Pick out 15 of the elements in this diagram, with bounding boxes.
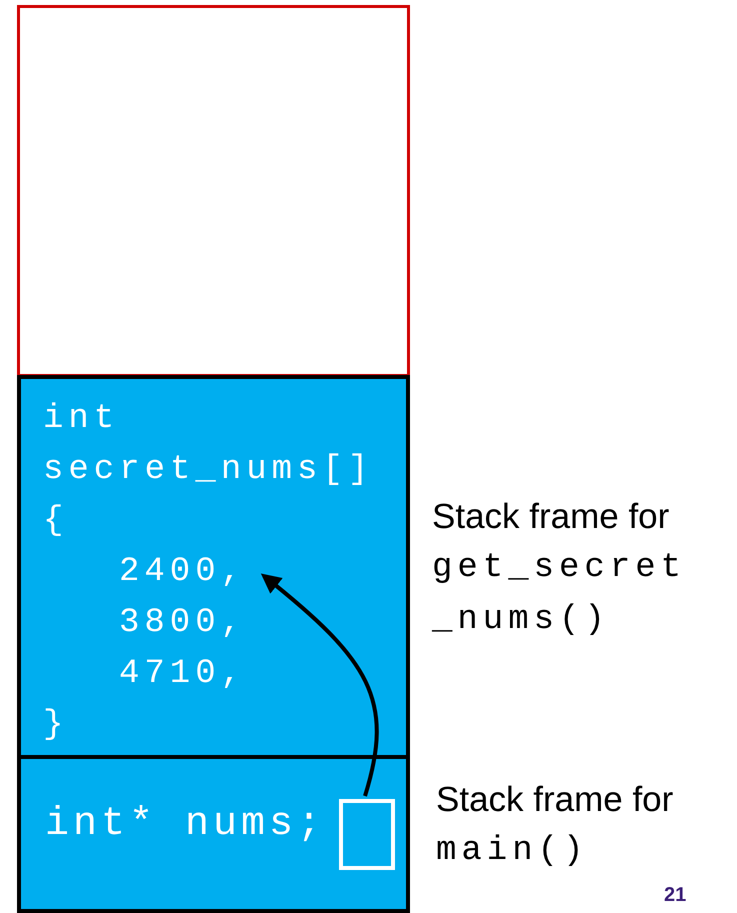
code-text: 3800, [118, 603, 248, 644]
unused-stack-region [17, 5, 410, 377]
code-text: } [43, 705, 70, 746]
frame-caption: Stack frame for [436, 779, 674, 821]
pointer-slot [339, 799, 395, 870]
page-number: 21 [664, 884, 686, 907]
code-text: { [43, 501, 70, 542]
code-text: int* nums; [45, 801, 326, 849]
frame-caption: Stack frame for [432, 496, 670, 538]
function-name: get_secret_nums() [432, 548, 688, 641]
code-text: 2400, [118, 552, 248, 593]
function-name: main() [436, 831, 590, 872]
code-text: 4710, [118, 654, 248, 695]
code-text: int secret_nums[] [43, 399, 374, 491]
pointer-arrow [260, 573, 379, 797]
